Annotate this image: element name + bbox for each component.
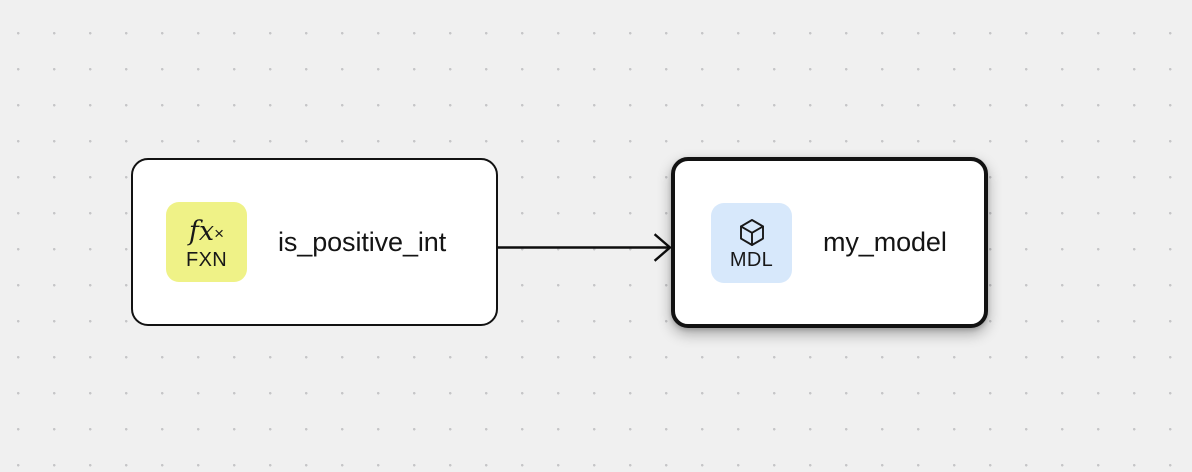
node-is-positive-int[interactable]: fx× FXN is_positive_int [131,158,498,326]
cube-icon-svg [739,219,764,246]
node-my-model[interactable]: MDL my_model [671,157,988,328]
edge-fxn-to-mdl[interactable] [497,233,672,262]
function-icon-times: × [214,224,225,243]
edge-arrowhead-icon [653,233,672,262]
node-type-code-fxn: FXN [186,248,227,271]
cube-icon [736,215,768,249]
function-icon-f: fx [188,216,215,247]
node-type-code-mdl: MDL [729,249,774,271]
function-icon: fx× [189,215,224,249]
node-title-mdl: my_model [823,227,947,257]
node-title-fxn: is_positive_int [278,226,447,257]
node-type-badge-mdl: MDL [711,202,792,283]
node-type-badge-fxn: fx× FXN [166,202,247,282]
